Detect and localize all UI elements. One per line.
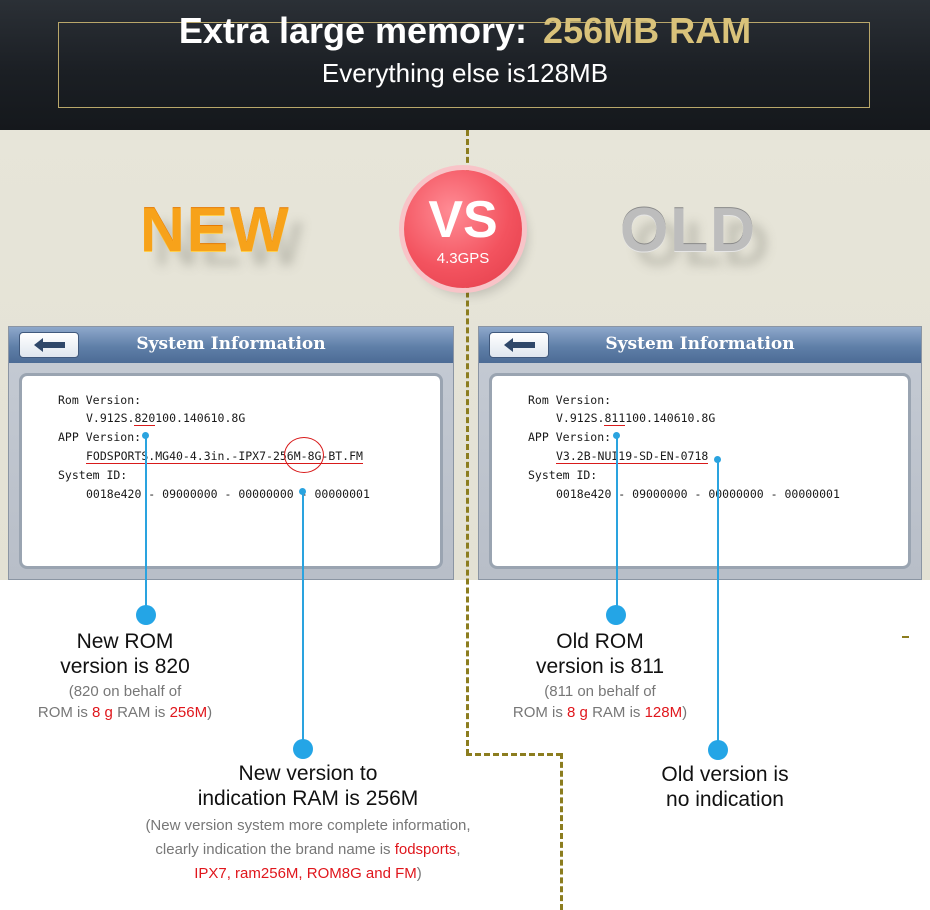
- note-text: ): [682, 704, 688, 721]
- rom-version-code: 820: [134, 411, 156, 426]
- callout-line-old-rom: [616, 436, 618, 612]
- new-system-info-panel: System Information Rom Version: V.912S.8…: [8, 326, 454, 580]
- note-highlight: fodsports: [394, 841, 457, 858]
- caption-note: (811 on behalf of: [544, 683, 656, 700]
- header-frame: [58, 22, 870, 108]
- header-title-text: Extra large memory:: [178, 10, 528, 51]
- back-arrow-icon: [504, 338, 535, 352]
- note-text: ,: [456, 841, 461, 858]
- callout-dot-new-rom: [136, 605, 156, 625]
- app-version-text: V3.2B-NUI19-SD-EN-0718: [556, 449, 709, 464]
- caption-note: ROM is 8 g RAM is 256M): [0, 702, 250, 723]
- rom-version-label: Rom Version:: [58, 393, 142, 407]
- note-text: RAM is: [587, 704, 645, 721]
- callout-dot-old-rom: [606, 605, 626, 625]
- note-text: ): [207, 704, 213, 721]
- rom-version-prefix: V.912S.: [556, 411, 605, 425]
- caption-old-rom: Old ROM version is 811 (811 on behalf of…: [475, 629, 725, 723]
- caption-heading: no indication: [666, 788, 784, 811]
- system-id-label: System ID:: [58, 468, 128, 482]
- caption-note: IPX7, ram256M, ROM8G and FM): [98, 862, 518, 886]
- note-text: ROM is: [512, 704, 568, 721]
- note-text: ): [416, 865, 422, 882]
- note-text: clearly indication the brand name is: [155, 841, 395, 858]
- decor-mark: [902, 636, 909, 638]
- caption-note: (820 on behalf of: [68, 683, 182, 700]
- caption-note: ROM is 8 g RAM is 128M): [475, 702, 725, 723]
- system-id-label: System ID:: [528, 468, 598, 482]
- panel-body: Rom Version: V.912S.820100.140610.8G APP…: [19, 373, 443, 569]
- header-subtitle: Everything else is128MB: [321, 58, 609, 88]
- app-version-value: V3.2B-NUI19-SD-EN-0718: [556, 449, 709, 464]
- callout-anchor: [613, 432, 620, 439]
- caption-new-rom: New ROM version is 820 (820 on behalf of…: [0, 629, 250, 723]
- caption-note: (New version system more complete inform…: [145, 817, 471, 834]
- panel-titlebar: System Information: [9, 327, 453, 363]
- lower-divider: [560, 753, 563, 910]
- old-system-info-panel: System Information Rom Version: V.912S.8…: [478, 326, 922, 580]
- divider-step: [466, 753, 562, 756]
- ram-highlight-circle: [284, 437, 324, 473]
- note-highlight: IPX7, ram256M, ROM8G and FM: [194, 865, 417, 882]
- callout-line-new-ram: [302, 491, 304, 747]
- caption-heading: Old ROM: [556, 630, 644, 653]
- rom-version-value: V.912S.820100.140610.8G: [86, 411, 246, 426]
- caption-heading: version is 820: [60, 655, 190, 678]
- note-text: RAM is: [112, 704, 170, 721]
- callout-dot-new-ram: [293, 739, 313, 759]
- callout-dot-old-ram: [708, 740, 728, 760]
- note-highlight: 8 g: [567, 704, 588, 721]
- caption-heading: New version to: [238, 762, 378, 785]
- back-button[interactable]: [19, 332, 79, 358]
- rom-version-suffix: 100.140610.8G: [625, 411, 716, 425]
- caption-heading: New ROM: [76, 630, 174, 653]
- panel-body: Rom Version: V.912S.811100.140610.8G APP…: [489, 373, 911, 569]
- panel-title: System Information: [605, 334, 795, 354]
- panel-title: System Information: [136, 334, 326, 354]
- vs-text: VS: [428, 191, 498, 249]
- panel-titlebar: System Information: [479, 327, 921, 363]
- new-label: NEW: [140, 196, 291, 265]
- header-title: Extra large memory: 256MB RAM: [0, 10, 930, 52]
- header-title-highlight: 256MB RAM: [543, 10, 752, 51]
- note-highlight: 128M: [644, 704, 683, 721]
- old-label: OLD: [620, 196, 757, 265]
- header-banner: Extra large memory: 256MB RAM Everything …: [0, 0, 930, 130]
- app-version-prefix: FODSPORTS.MG40-4.3in.-IPX7-: [86, 449, 273, 463]
- rom-version-label: Rom Version:: [528, 393, 612, 407]
- caption-old-ram: Old version is no indication: [605, 762, 845, 812]
- center-divider: [466, 130, 469, 755]
- caption-note: clearly indication the brand name is fod…: [98, 838, 518, 862]
- caption-heading: indication RAM is 256M: [197, 787, 419, 810]
- vs-model-label: 4.3GPS: [436, 250, 490, 267]
- back-button[interactable]: [489, 332, 549, 358]
- callout-line-old-ram: [717, 459, 719, 748]
- rom-version-prefix: V.912S.: [86, 411, 135, 425]
- app-version-label: APP Version:: [528, 430, 612, 444]
- system-id-value: 0018e420 - 09000000 - 00000000 - 0000000…: [86, 487, 370, 501]
- system-id-value: 0018e420 - 09000000 - 00000000 - 0000000…: [556, 487, 840, 501]
- app-version-label: APP Version:: [58, 430, 142, 444]
- note-highlight: 256M: [169, 704, 208, 721]
- caption-heading: version is 811: [535, 655, 664, 678]
- back-arrow-icon: [34, 338, 65, 352]
- callout-line-new-rom: [145, 436, 147, 612]
- rom-version-code: 811: [604, 411, 626, 426]
- caption-new-ram: New version to indication RAM is 256M (N…: [98, 761, 518, 886]
- caption-heading: Old version is: [661, 763, 789, 786]
- callout-anchor: [142, 432, 149, 439]
- vs-badge: VS 4.3GPS: [404, 170, 522, 288]
- rom-version-suffix: 100.140610.8G: [155, 411, 246, 425]
- note-text: ROM is: [37, 704, 93, 721]
- rom-version-value: V.912S.811100.140610.8G: [556, 411, 716, 426]
- note-highlight: 8 g: [92, 704, 113, 721]
